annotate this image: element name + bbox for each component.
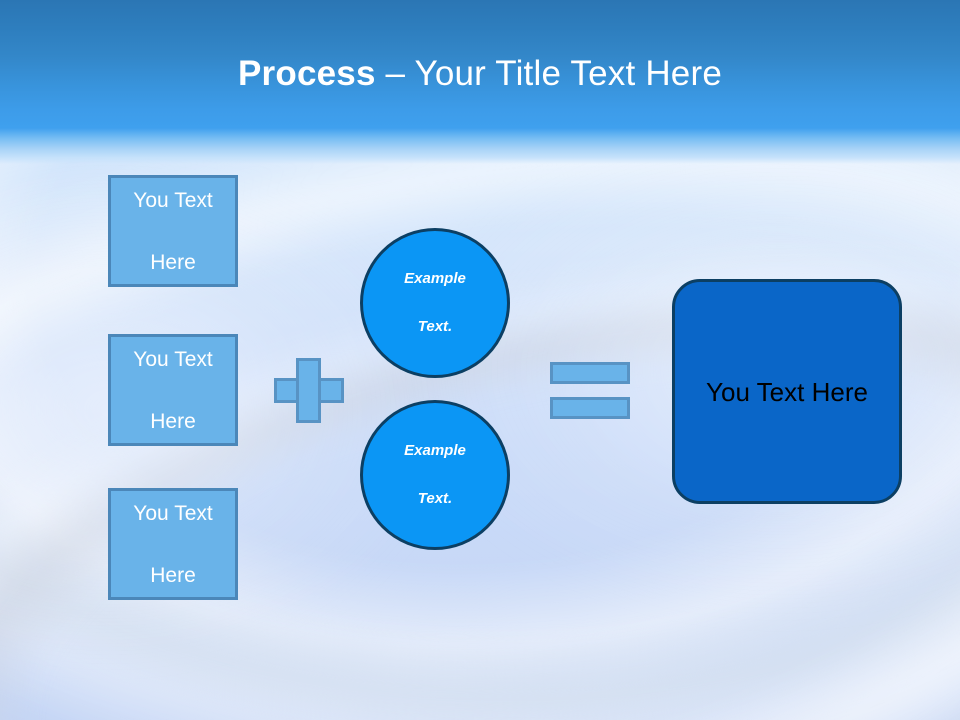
- example-circle-2-line1: Example: [404, 442, 466, 459]
- input-box-3-line1: You Text: [133, 501, 213, 525]
- header-band-fade: [0, 128, 960, 164]
- equals-icon-top-bar: [550, 362, 630, 384]
- input-box-1-line2: Here: [150, 250, 196, 274]
- input-box-2-line1: You Text: [133, 347, 213, 371]
- equals-icon-bottom-bar: [550, 397, 630, 419]
- input-box-2-line2: Here: [150, 409, 196, 433]
- input-box-3-line2: Here: [150, 563, 196, 587]
- result-box-label: You Text Here: [706, 376, 868, 407]
- page-title: Process – Your Title Text Here: [0, 52, 960, 96]
- example-circle-2-line2: Text.: [417, 490, 453, 507]
- plus-icon: [274, 358, 344, 423]
- result-box[interactable]: You Text Here: [672, 279, 902, 504]
- plus-icon-center-fill: [299, 381, 318, 400]
- input-box-1-line1: You Text: [133, 188, 213, 212]
- page-title-strong: Process: [238, 54, 376, 93]
- header-band: [0, 0, 960, 128]
- page-title-rest: – Your Title Text Here: [375, 54, 722, 93]
- equals-icon: [550, 362, 630, 419]
- example-circle-1-line1: Example: [404, 270, 466, 287]
- example-circle-1-line2: Text.: [417, 318, 453, 335]
